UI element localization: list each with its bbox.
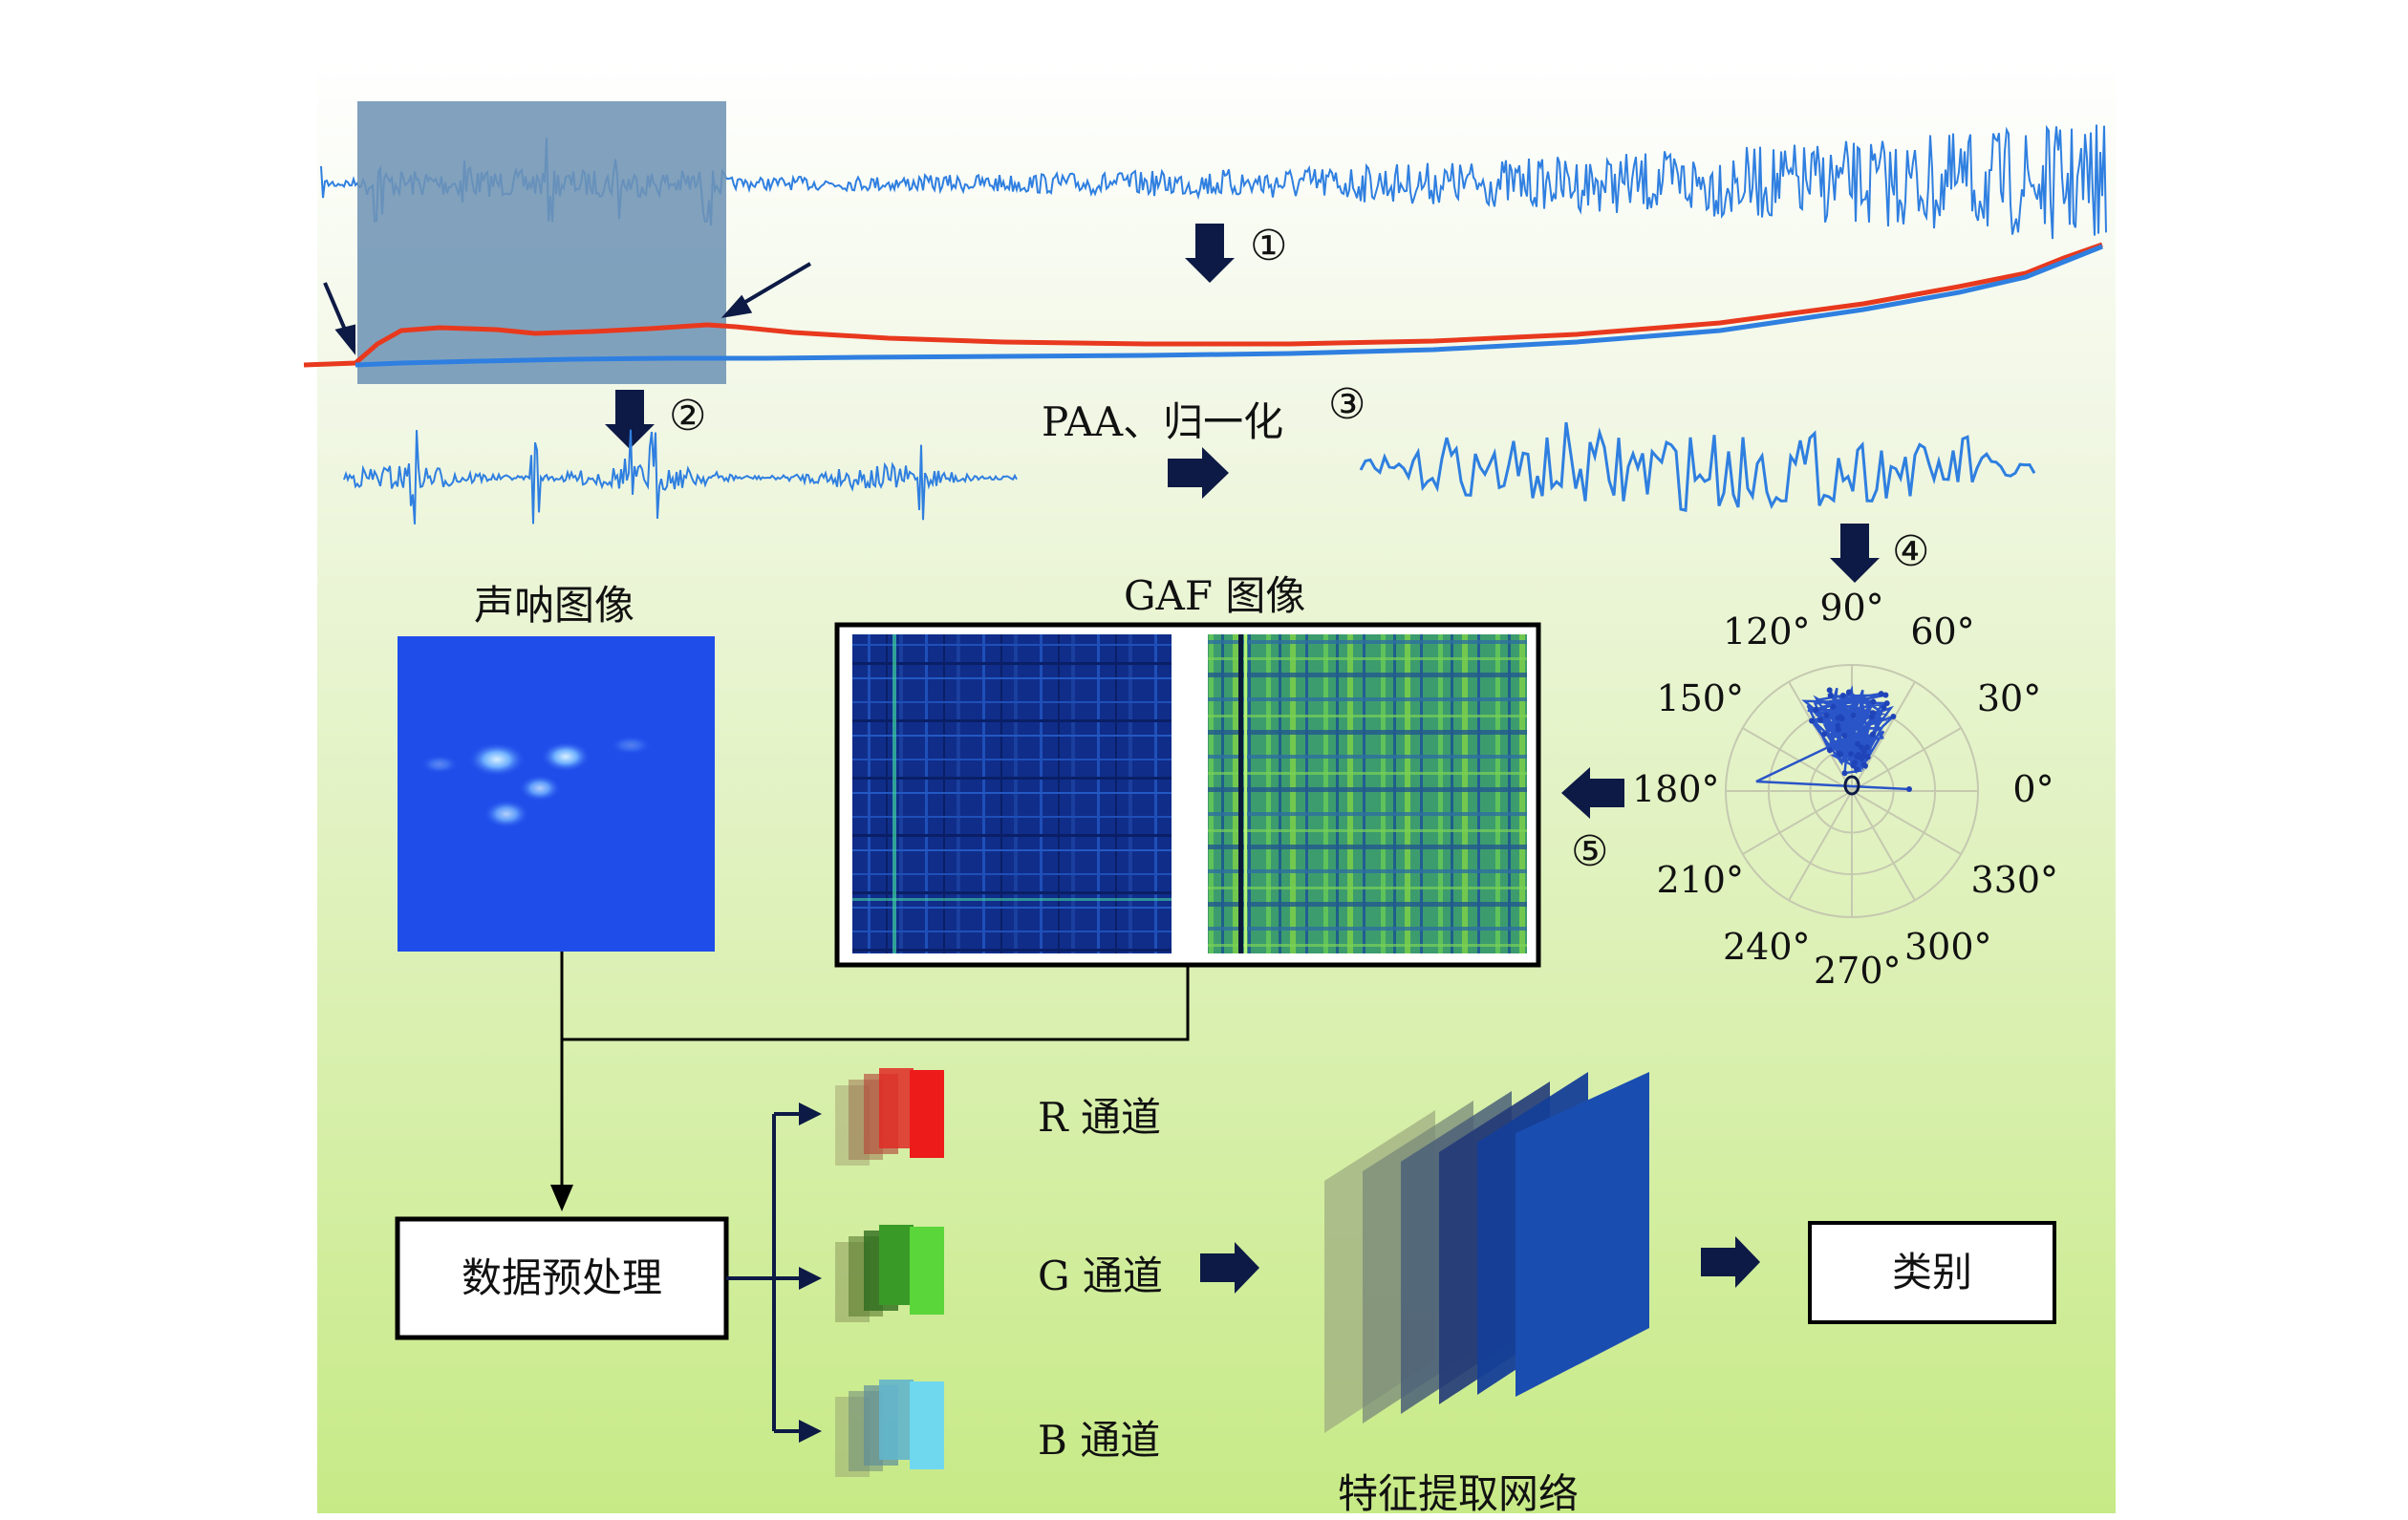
preprocess-box: [395, 1216, 729, 1340]
segment-signal: [343, 429, 1018, 525]
polar-angle-label: 240°: [1723, 925, 1811, 968]
acoustic-image: [398, 636, 715, 952]
gaf-image-frame: [834, 622, 1541, 968]
polar-angle-label: 120°: [1723, 610, 1811, 653]
class-label: 类别: [1891, 1249, 1972, 1295]
normalized-signal: [1359, 421, 2036, 512]
polar-angle-label: 300°: [1904, 925, 1992, 968]
polar-coordinate-plot: [1725, 664, 1979, 918]
gaf-gadf-image: [1208, 634, 1527, 953]
g-channel-stack: [835, 1225, 944, 1322]
step-2-marker: ②: [669, 392, 707, 440]
step-5-marker: ⑤: [1571, 827, 1609, 876]
polar-angle-label: 210°: [1656, 859, 1744, 901]
step-4-marker: ④: [1892, 527, 1930, 576]
class-box: [1808, 1221, 2056, 1324]
polar-angle-label: 270°: [1814, 950, 1902, 992]
r-channel-stack: [835, 1068, 944, 1166]
polar-angle-label: 90°: [1819, 587, 1884, 629]
to-preprocess-arrowhead: [550, 1185, 573, 1211]
gaf-image-title: GAF 图像: [1124, 572, 1306, 619]
gaf-gasf-image: [852, 634, 1172, 953]
channel-branch-lines: [726, 1112, 803, 1433]
polar-angle-label: 60°: [1910, 610, 1975, 653]
merge-connectors: [560, 952, 1190, 1185]
step1-down-arrow: [1185, 224, 1235, 283]
to-network-arrow: [1200, 1242, 1259, 1294]
polar-angle-label: 0°: [2012, 768, 2054, 810]
red-curve: [303, 242, 2103, 368]
to-class-arrow: [1701, 1236, 1760, 1288]
b-channel-stack: [835, 1380, 944, 1477]
polar-angle-label: 30°: [1976, 677, 2042, 719]
paa-normalization-label: PAA、归一化: [1042, 398, 1284, 445]
g-channel-label: G 通道: [1038, 1252, 1163, 1299]
polar-angle-label: 180°: [1632, 768, 1720, 810]
b-channel-label: B 通道: [1038, 1417, 1161, 1464]
step5-left-arrow: [1561, 767, 1624, 819]
acoustic-image-title: 声呐图像: [474, 582, 635, 629]
onset-pointers: [323, 262, 812, 355]
step3-right-arrow: [1168, 447, 1229, 499]
selected-segment-box: [357, 101, 726, 384]
polar-angle-label: 150°: [1656, 677, 1744, 719]
step-1-marker: ①: [1250, 222, 1288, 270]
step-3-marker: ③: [1328, 380, 1366, 429]
channel-branch-arrowheads: [799, 1103, 822, 1443]
polar-angle-label: 330°: [1970, 859, 2059, 901]
step4-down-arrow: [1830, 524, 1880, 583]
preprocess-label: 数据预处理: [461, 1254, 662, 1301]
feature-network-label: 特征提取网络: [1338, 1470, 1580, 1517]
feature-network-layers: [1324, 1072, 1649, 1433]
r-channel-label: R 通道: [1038, 1094, 1161, 1141]
blue-curve: [355, 244, 2103, 368]
